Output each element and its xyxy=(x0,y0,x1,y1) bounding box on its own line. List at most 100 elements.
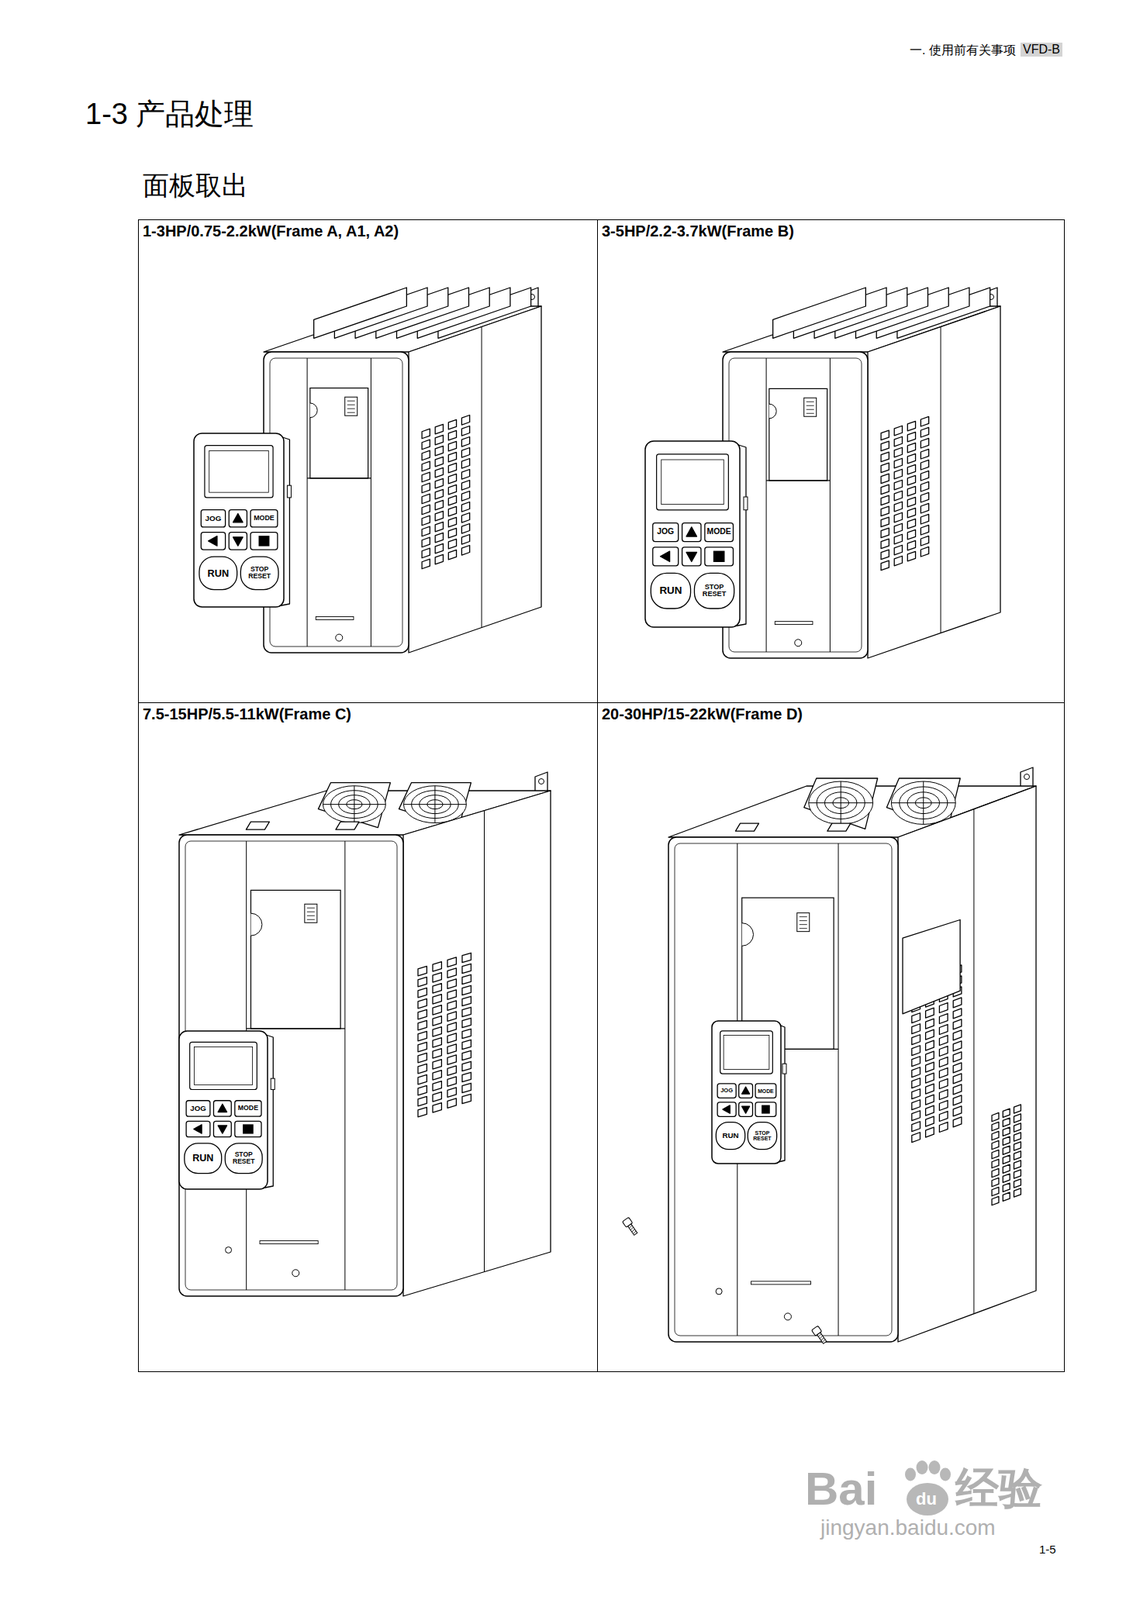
vent-slot xyxy=(432,1081,442,1092)
vent-slot xyxy=(462,963,471,974)
keypad-key xyxy=(213,1101,232,1117)
vent-slot xyxy=(1002,1155,1010,1164)
vent-slot xyxy=(421,515,430,526)
connector-pin xyxy=(799,928,808,930)
vent-slot xyxy=(991,1159,999,1168)
vent-slot xyxy=(432,1103,442,1113)
vent-slot xyxy=(939,1003,948,1014)
vent-slot xyxy=(894,501,902,512)
keypad-key xyxy=(717,1102,736,1117)
vent-slot xyxy=(448,495,456,506)
connector-pin xyxy=(347,412,356,414)
keypad-key xyxy=(739,1084,753,1099)
keypad-key-label: MODE xyxy=(252,511,277,526)
vent-slot xyxy=(991,1196,999,1206)
keypad-latch xyxy=(782,1063,787,1075)
vent-slot xyxy=(432,1027,442,1037)
connector-pin xyxy=(347,400,356,402)
vent-slot xyxy=(925,1051,935,1062)
vent-slot xyxy=(417,966,427,976)
vent-slot xyxy=(894,490,902,501)
vent-slot xyxy=(435,500,443,511)
vent-slot xyxy=(1014,1123,1022,1133)
watermark: Bai xyxy=(804,1462,878,1517)
keypad-key-label: RUN xyxy=(200,558,236,590)
vent-slot xyxy=(920,503,929,514)
vent-slot xyxy=(1014,1179,1022,1189)
vent-slot xyxy=(907,540,916,551)
vent-slot xyxy=(461,437,470,448)
vent-slot xyxy=(447,1012,456,1022)
keypad-key xyxy=(755,1084,777,1099)
front-cover xyxy=(668,837,899,1343)
vent-slot xyxy=(894,480,902,491)
vent-slot xyxy=(1014,1160,1022,1170)
vent-slot xyxy=(461,524,470,535)
keypad-key-label: RUN xyxy=(185,1144,221,1173)
vent-slot xyxy=(447,1044,456,1054)
connector-pin xyxy=(307,915,315,917)
fan-housing xyxy=(317,783,391,829)
vent-slot xyxy=(462,1050,471,1061)
vent-slot xyxy=(417,1053,427,1063)
vent-slot xyxy=(911,1013,921,1024)
vent-slot xyxy=(417,1063,427,1074)
keypad-latch xyxy=(743,497,748,511)
vent-slot xyxy=(894,469,902,480)
section-title: 1-3 产品处理 xyxy=(85,97,254,132)
vent-slot xyxy=(920,492,929,503)
table-cell: 7.5-15HP/5.5-11kW(Frame C) xyxy=(138,702,598,1373)
vent-slot xyxy=(461,415,470,426)
fan-grille-bar xyxy=(434,786,436,824)
manual-code: VFD-B xyxy=(1020,42,1063,57)
keypad-display xyxy=(189,1042,258,1090)
vent-slot xyxy=(421,493,430,505)
vent-slot xyxy=(461,469,470,481)
vent-slot xyxy=(447,990,456,1000)
cover-screw xyxy=(794,639,802,647)
vent-slot xyxy=(462,1094,471,1104)
cover-slot xyxy=(774,621,813,626)
vent-slot xyxy=(447,979,456,989)
keypad-key xyxy=(200,510,225,528)
cell-heading: 7.5-15HP/5.5-11kW(Frame C) xyxy=(138,703,356,726)
front-cover xyxy=(179,835,404,1297)
front-divider xyxy=(766,358,767,653)
vent-slot xyxy=(953,1084,962,1095)
vent-slot xyxy=(991,1187,999,1196)
vent-slot xyxy=(447,968,456,978)
vent-slot xyxy=(461,459,470,470)
side-face xyxy=(403,790,551,1297)
vent-slot xyxy=(907,453,916,464)
vent-slot xyxy=(991,1177,999,1187)
vent-slot xyxy=(953,1117,962,1128)
vent-slot xyxy=(462,985,471,995)
vent-slot xyxy=(911,1024,921,1035)
vent-slot xyxy=(462,974,471,985)
cover-edge xyxy=(766,480,830,481)
vent-slot xyxy=(920,514,929,525)
vent-slot xyxy=(435,445,443,456)
vent-slot xyxy=(939,1068,948,1079)
vent-slot xyxy=(417,1009,427,1019)
vent-slot xyxy=(880,495,889,506)
arrow-key-symbol xyxy=(722,1105,730,1114)
keypad-display-window xyxy=(723,1035,770,1070)
vent-slot xyxy=(880,452,889,463)
vent-slot xyxy=(925,1084,935,1095)
vent-slot xyxy=(991,1150,999,1159)
vent-slot xyxy=(1002,1174,1010,1183)
connector-pin xyxy=(799,916,808,918)
vent-slot xyxy=(907,486,916,497)
side-face xyxy=(898,786,1037,1343)
keypad-display-window xyxy=(661,459,725,505)
vent-slot xyxy=(953,1074,962,1085)
cover-screw xyxy=(292,1270,300,1278)
vent-slot xyxy=(448,419,456,430)
front-cover xyxy=(263,352,409,653)
keypad-key-label: RUN xyxy=(717,1123,744,1149)
keypad-key-label: STOP RESET xyxy=(749,1123,776,1149)
keypad-display-window xyxy=(193,1046,253,1085)
table-cell: 3-5HP/2.2-3.7kW(Frame B) xyxy=(597,219,1065,704)
keypad-latch xyxy=(286,485,291,498)
